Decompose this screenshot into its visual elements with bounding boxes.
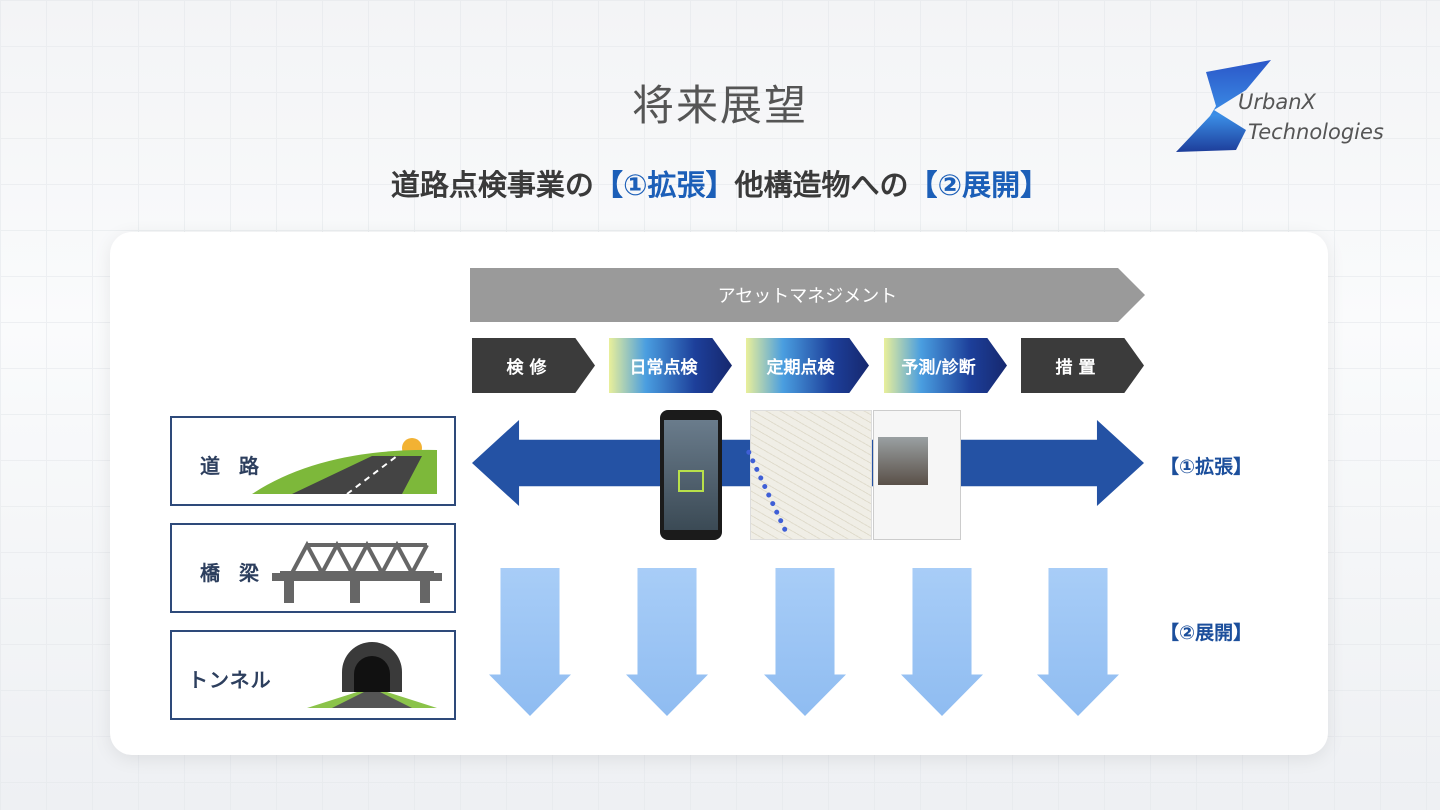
structure-label: 橋 梁 bbox=[200, 561, 265, 585]
asset-management-banner: アセットマネジメント bbox=[470, 268, 1145, 322]
map-screenshot bbox=[750, 410, 872, 540]
subtitle-text: 道路点検事業の bbox=[390, 168, 594, 202]
step-periodic-inspection: 定期点検 bbox=[746, 338, 869, 393]
structure-label: トンネル bbox=[188, 668, 272, 692]
step-daily-inspection: 日常点検 bbox=[609, 338, 732, 393]
subtitle-highlight-deploy: 【②展開】 bbox=[908, 168, 1050, 202]
subtitle-text: 他構造物への bbox=[734, 168, 909, 202]
label-expand: 【①拡張】 bbox=[1160, 456, 1253, 478]
smartphone-screenshot bbox=[660, 410, 722, 540]
page-title: 将来展望 bbox=[631, 81, 808, 130]
structure-label: 道 路 bbox=[200, 454, 265, 478]
structure-road: 道 路 bbox=[170, 416, 456, 506]
logo-x-icon bbox=[1176, 60, 1271, 152]
structure-bridge: 橋 梁 bbox=[170, 523, 456, 613]
label-deploy: 【②展開】 bbox=[1160, 622, 1253, 644]
bridge-icon bbox=[272, 540, 442, 603]
step-measures: 措 置 bbox=[1021, 338, 1144, 393]
step-prediction-diagnosis: 予測/診断 bbox=[884, 338, 1007, 393]
step-repair: 検 修 bbox=[472, 338, 595, 393]
road-icon bbox=[252, 438, 437, 495]
subtitle-highlight-expand: 【①拡張】 bbox=[593, 168, 735, 202]
logo-text-2: Technologies bbox=[1248, 120, 1384, 144]
logo-text-1: UrbanX bbox=[1238, 90, 1316, 114]
page-subtitle: 道路点検事業の【①拡張】他構造物への【②展開】 bbox=[0, 162, 1440, 204]
company-logo: UrbanX Technologies bbox=[1176, 60, 1396, 160]
app-screenshot bbox=[873, 410, 961, 540]
structure-tunnel: トンネル bbox=[170, 630, 456, 720]
tunnel-icon bbox=[307, 642, 437, 708]
